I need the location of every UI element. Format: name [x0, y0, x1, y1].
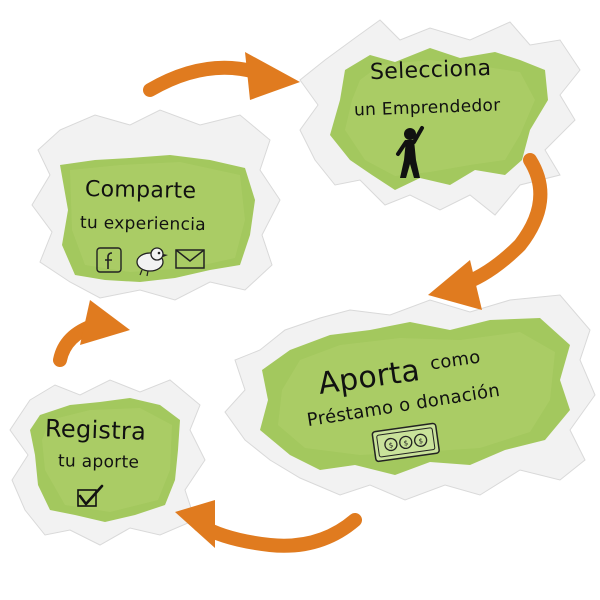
panel-aporta — [224, 294, 596, 501]
comparte-title: Comparte — [84, 177, 197, 204]
panel-registra — [9, 379, 206, 546]
comparte-subtitle: tu experiencia — [79, 212, 207, 236]
arrow-left — [53, 300, 130, 367]
registra-title: Registra — [44, 414, 147, 446]
registra-subtitle: tu aporte — [57, 451, 140, 473]
svg-text:$: $ — [403, 439, 409, 448]
panel-selecciona — [299, 19, 581, 216]
email-icon — [175, 249, 205, 269]
money-bill-icon: $ $ $ — [371, 422, 440, 463]
arrow-top — [143, 52, 300, 100]
person-cheering-icon — [396, 126, 424, 178]
panel-comparte — [31, 109, 281, 301]
checkbox-check-icon — [77, 484, 104, 507]
arrow-right — [428, 153, 548, 310]
selecciona-title: Selecciona — [369, 55, 492, 86]
facebook-icon — [96, 247, 122, 273]
svg-text:$: $ — [388, 441, 394, 450]
svg-text:$: $ — [418, 437, 424, 446]
arrow-bottom — [175, 500, 362, 553]
twitter-bird-icon — [136, 247, 168, 277]
